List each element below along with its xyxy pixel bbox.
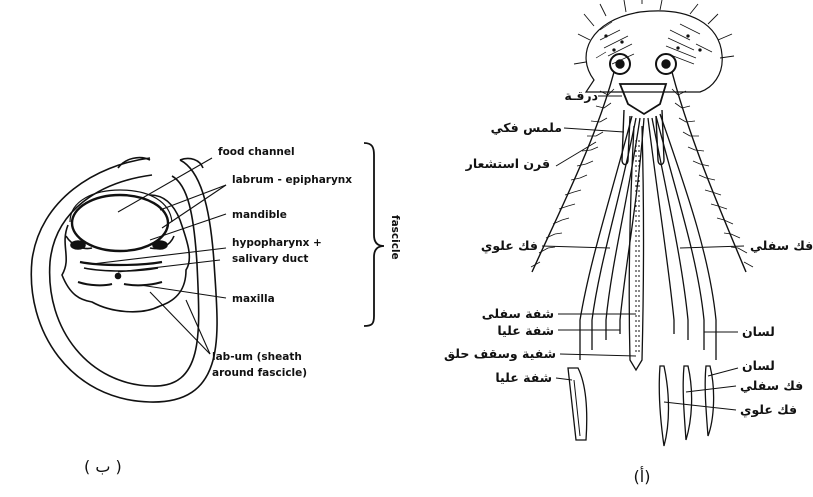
label-upper-jaw-left: فك علوي [481, 238, 538, 253]
label-food-channel: food channel [218, 146, 295, 158]
label-palp: ملمس فكي [491, 120, 562, 135]
label-tongue-2: لسان [742, 358, 775, 373]
detail-upper-jaw [659, 366, 668, 446]
label-upper-lip-2: شفة عليا [495, 370, 552, 385]
label-labium: lab-um (sheath [212, 351, 302, 363]
maxilla-left [78, 282, 112, 285]
label-mandible: mandible [232, 209, 287, 221]
caption-a: (أ) [634, 466, 651, 486]
label-around-fascicle: around fascicle) [212, 367, 307, 379]
clypeus [620, 84, 666, 114]
maxilla-right [124, 282, 162, 285]
tissue-wavy [62, 195, 189, 312]
detail-lower-jaw [683, 366, 691, 440]
caption-b: ( ب ) [84, 457, 122, 476]
label-daraqa: درقـة [564, 88, 598, 103]
label-lip-roof: شفية وسقف حلق [444, 346, 556, 361]
label-upper-jaw-2: فك علوي [740, 402, 797, 417]
detail-upper-lip [568, 368, 587, 440]
head-capsule [586, 11, 722, 92]
label-fascicle: fascicle [389, 215, 401, 260]
label-lower-jaw-2: فك سفلي [740, 378, 803, 393]
label-lower-lip: شفة سفلى [482, 306, 554, 321]
antenna-right [672, 72, 746, 272]
stylets [580, 114, 716, 360]
label-maxilla: maxilla [232, 293, 275, 305]
detail-tongue [705, 366, 713, 436]
figure-b-leader-lines [92, 158, 226, 354]
label-hypopharynx: hypopharynx + [232, 237, 322, 249]
label-upper-lip-1: شفة عليا [497, 323, 554, 338]
label-labrum-epipharynx: labrum - epipharynx [232, 174, 352, 186]
antenna-hairs [531, 89, 753, 267]
label-lower-jaw-right: فك سفلي [750, 238, 813, 253]
head-bristles [574, 0, 734, 64]
labium-inner-outline [50, 175, 199, 386]
fascicle-bracket [364, 143, 384, 326]
label-tongue-1: لسان [742, 324, 775, 339]
label-salivary-duct: salivary duct [232, 253, 308, 265]
label-antenna: قرن استشعار [465, 156, 550, 171]
central-labium [629, 126, 643, 370]
